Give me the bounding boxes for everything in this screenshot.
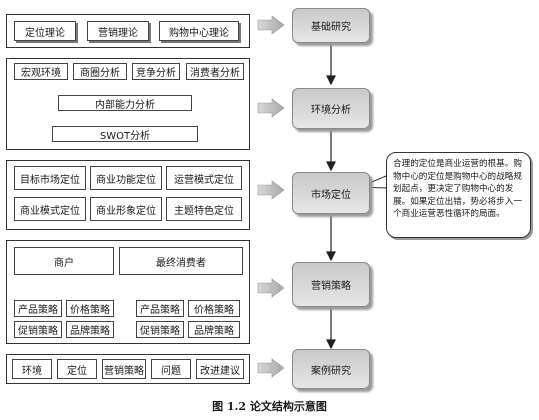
- block-arrow-2: [257, 98, 285, 118]
- party-merchant: 商户: [14, 247, 114, 275]
- figure-caption: 图 1.2 论文结构示意图: [212, 400, 327, 413]
- pos-commercial-image: 商业形象定位: [90, 197, 162, 221]
- theory-mall: 购物中心理论: [159, 21, 239, 41]
- theory-marketing: 营销理论: [87, 21, 149, 41]
- merchant-product-strategy: 产品策略: [14, 300, 62, 317]
- merchant-brand-strategy: 品牌策略: [66, 321, 114, 338]
- pos-business-model: 商业模式定位: [14, 197, 86, 221]
- party-end-consumer: 最终消费者: [119, 247, 243, 275]
- env-internal-capability: 内部能力分析: [58, 95, 192, 111]
- step-marketing-strategy: 营销策略: [292, 262, 370, 307]
- theory-positioning: 定位理论: [14, 21, 76, 41]
- case-marketing: 营销策略: [102, 359, 146, 379]
- env-competition: 竞争分析: [132, 63, 180, 80]
- pos-theme-feature: 主题特色定位: [166, 197, 242, 221]
- positioning-callout: 合理的定位是商业运营的根基。购物中心的定位是购物中心的战略规划起点，更决定了购物…: [386, 152, 531, 238]
- env-trade-area: 商圈分析: [73, 63, 127, 80]
- pos-commercial-function: 商业功能定位: [90, 166, 162, 190]
- consumer-product-strategy: 产品策略: [136, 300, 184, 317]
- step-basic-research: 基础研究: [292, 8, 370, 43]
- case-environment: 环境: [12, 359, 52, 379]
- consumer-brand-strategy: 品牌策略: [188, 321, 240, 338]
- env-macro: 宏观环境: [14, 63, 68, 80]
- case-positioning: 定位: [57, 359, 97, 379]
- merchant-promotion-strategy: 促销策略: [14, 321, 62, 338]
- block-arrow-5: [257, 358, 285, 378]
- block-arrow-3: [257, 180, 285, 200]
- pos-target-market: 目标市场定位: [14, 166, 86, 190]
- env-consumer: 消费者分析: [186, 63, 244, 80]
- case-suggestions: 改进建议: [196, 359, 244, 379]
- case-problems: 问题: [151, 359, 191, 379]
- block-arrow-4: [257, 278, 285, 298]
- consumer-price-strategy: 价格策略: [188, 300, 240, 317]
- env-swot: SWOT分析: [52, 126, 198, 142]
- merchant-price-strategy: 价格策略: [66, 300, 114, 317]
- block-arrow-1: [257, 15, 285, 35]
- consumer-promotion-strategy: 促销策略: [136, 321, 184, 338]
- pos-operation-mode: 运营模式定位: [166, 166, 242, 190]
- step-environment: 环境分析: [292, 88, 370, 129]
- step-case-study: 案例研究: [292, 349, 370, 389]
- step-market-positioning: 市场定位: [292, 172, 370, 214]
